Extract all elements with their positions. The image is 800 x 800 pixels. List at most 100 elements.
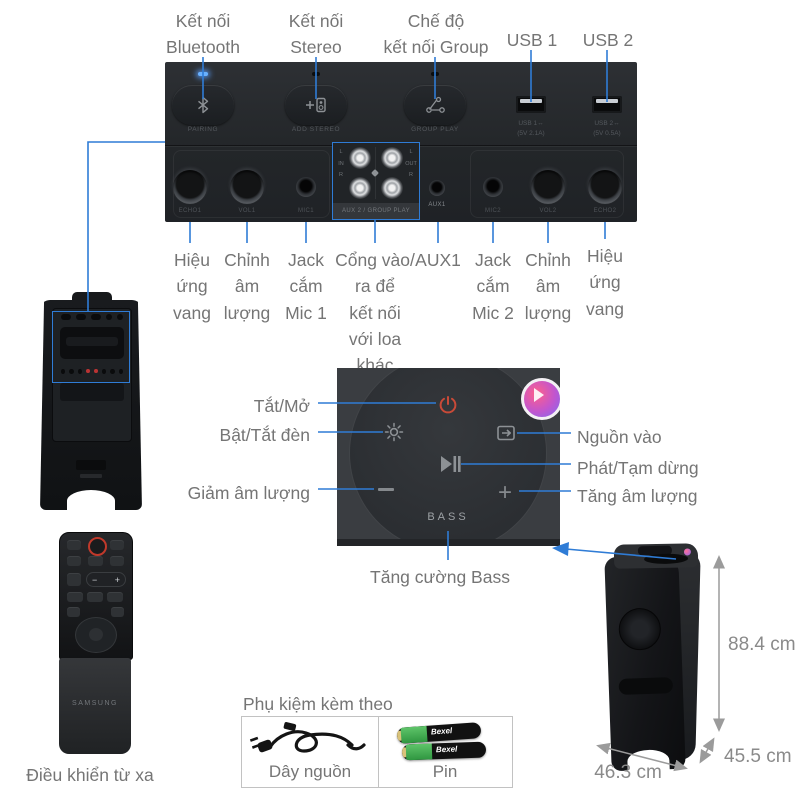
mic1-jack[interactable] xyxy=(296,177,316,197)
label-power-cord: Dây nguồn xyxy=(268,762,352,781)
accessories-title: Phụ kiệm kèm theo xyxy=(243,694,393,714)
label-echo2: Hiệu ứng vang xyxy=(586,246,624,319)
pairing-button[interactable] xyxy=(172,85,234,125)
add-stereo-button[interactable] xyxy=(285,85,347,125)
rca-out-left[interactable] xyxy=(381,147,403,169)
top-control-panel: + BASS xyxy=(337,368,560,546)
remote-volume-rocker[interactable]: −+ xyxy=(86,572,126,587)
vol2-knob[interactable] xyxy=(531,170,565,204)
volume-up-icon[interactable]: + xyxy=(498,479,513,506)
play-pause-icon[interactable] xyxy=(438,453,462,475)
callout-group: Chế độ kết nối Group xyxy=(383,11,489,58)
accessories-box: Bexel Bexel Dây nguồn Pin xyxy=(241,716,513,788)
speaker-rear-io xyxy=(52,308,132,442)
power-button[interactable] xyxy=(437,394,459,416)
label-vol2: Chỉnh âm lượng xyxy=(524,250,572,323)
port-row xyxy=(61,367,123,375)
handle-recess xyxy=(60,327,124,359)
label-battery: Pin xyxy=(432,762,458,781)
echo1-caption: ECHO1 xyxy=(178,208,202,214)
label-remote: Điều khiển từ xa xyxy=(26,765,154,785)
dim-height: 88.4 cm xyxy=(728,634,796,655)
label-vol1: Chỉnh âm lượng xyxy=(223,250,271,323)
mic2-jack[interactable] xyxy=(483,177,503,197)
remote-brand: SAMSUNG xyxy=(72,700,118,707)
group-play-button[interactable] xyxy=(404,85,466,125)
dim-depth: 45.5 cm xyxy=(724,746,792,767)
usb2-port[interactable] xyxy=(592,96,622,113)
pairing-caption: PAIRING xyxy=(187,126,219,133)
dim-width: 46.3 cm xyxy=(594,762,662,783)
callout-bluetooth: Kết nối Bluetooth xyxy=(166,11,240,58)
label-aux1: AUX1 xyxy=(415,250,461,270)
add-stereo-caption: ADD STEREO xyxy=(291,126,341,133)
rca-caption: AUX 2 / GROUP PLAY xyxy=(333,203,419,219)
rca-in-labels: L IN R xyxy=(338,149,344,179)
zoom-highlight-rect xyxy=(52,311,130,383)
pairing-led xyxy=(198,72,208,76)
label-volume-up: Tăng âm lượng xyxy=(577,486,698,506)
battery-brand: Bexel xyxy=(430,726,453,737)
echo2-caption: ECHO2 xyxy=(593,208,617,214)
label-aux2: Cổng vào/ ra để kết nối với loa khác xyxy=(335,250,415,375)
add-stereo-led xyxy=(312,72,320,76)
speaker-rear-view xyxy=(40,292,142,518)
echo1-knob[interactable] xyxy=(173,170,207,204)
music-app-badge xyxy=(521,378,560,420)
diamond-icon xyxy=(371,169,379,177)
bluetooth-icon xyxy=(195,96,211,114)
vol1-caption: VOL1 xyxy=(238,208,256,214)
remote-body: SAMSUNG xyxy=(59,658,131,754)
label-echo1: Hiệu ứng vang xyxy=(173,250,211,323)
usb1-port[interactable] xyxy=(516,96,546,113)
label-play-pause: Phát/Tạm dừng xyxy=(577,458,699,478)
label-plate xyxy=(76,460,106,470)
rca-in-right[interactable] xyxy=(349,177,371,199)
battery-2: Bexel xyxy=(401,741,487,761)
callout-stereo: Kết nối Stereo xyxy=(288,11,344,58)
battery-1: Bexel xyxy=(396,722,482,744)
remote-head: −+ xyxy=(59,532,133,660)
vol1-knob[interactable] xyxy=(230,170,264,204)
mic1-caption: MIC1 xyxy=(298,208,314,214)
callout-usb1: USB 1 xyxy=(506,30,558,50)
label-volume-down: Giảm âm lượng xyxy=(187,483,310,503)
source-input-icon[interactable] xyxy=(496,423,516,443)
aux2-group-play-block: L IN R L OUT R AUX 2 / GROUP PLAY xyxy=(332,142,420,220)
rca-in-left[interactable] xyxy=(349,147,371,169)
label-light: Bật/Tắt đèn xyxy=(219,425,310,445)
mic2-caption: MIC2 xyxy=(485,208,501,214)
group-play-icon xyxy=(424,96,446,114)
aux1-jack[interactable] xyxy=(429,180,445,196)
tower-badge-dot xyxy=(683,548,691,556)
usb1-caption: USB 1↔(5V 2.1A) xyxy=(517,120,545,137)
tower-dial xyxy=(643,553,689,565)
usb2-caption: USB 2↔(5V 0.5A) xyxy=(593,120,621,137)
label-source: Nguồn vào xyxy=(577,427,662,447)
add-stereo-icon xyxy=(305,96,327,114)
woofer xyxy=(618,607,662,651)
remote-power-button[interactable] xyxy=(88,537,107,556)
echo2-knob[interactable] xyxy=(588,170,622,204)
label-power: Tắt/Mở xyxy=(253,396,310,416)
label-mic1: Jack cắm Mic 1 xyxy=(285,250,327,323)
tower-front xyxy=(604,554,686,773)
callout-usb2: USB 2 xyxy=(582,30,634,50)
remote-dpad[interactable] xyxy=(75,617,117,653)
feet-arch xyxy=(67,490,115,512)
remote-control: −+ SAMSUNG xyxy=(55,532,135,754)
tower-top xyxy=(613,543,699,569)
aux1-caption: AUX1 xyxy=(428,202,446,208)
label-bass-boost: Tăng cường Bass xyxy=(370,567,510,587)
rca-out-right[interactable] xyxy=(381,177,403,199)
volume-down-icon[interactable] xyxy=(378,488,394,491)
bass-button[interactable]: BASS xyxy=(427,511,469,523)
light-toggle-icon[interactable] xyxy=(384,422,404,442)
label-mic2: Jack cắm Mic 2 xyxy=(472,250,514,323)
vol2-caption: VOL2 xyxy=(539,208,557,214)
right-jack-group xyxy=(470,150,624,218)
rca-out-labels: L OUT R xyxy=(405,149,417,179)
power-cable-icon xyxy=(248,721,372,761)
group-play-led xyxy=(431,72,439,76)
